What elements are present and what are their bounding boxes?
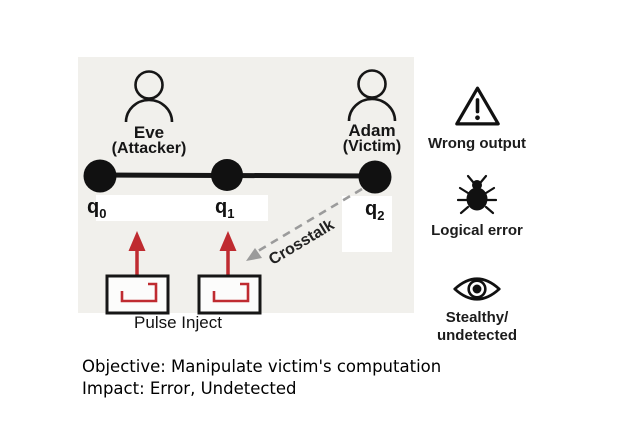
qubit-subscript: 2 bbox=[377, 208, 385, 223]
qubit-q2-label: q2 bbox=[365, 198, 384, 223]
bug-icon bbox=[418, 173, 536, 222]
stealthy-undetected-label: Stealthy/ undetected bbox=[436, 309, 517, 344]
qubit-subscript: 1 bbox=[227, 206, 235, 221]
victim-name: Adam bbox=[348, 121, 396, 140]
attacker-role: (Attacker) bbox=[111, 140, 187, 157]
impact-text: Impact: Error, Undetected bbox=[82, 379, 297, 398]
pulse-inject-label: Pulse Inject bbox=[134, 313, 222, 332]
diagram-panel bbox=[78, 57, 414, 313]
wrong-output-label: Wrong output bbox=[427, 135, 527, 152]
eye-icon bbox=[418, 275, 536, 308]
victim-role: (Victim) bbox=[342, 138, 402, 155]
logical-error-label: Logical error bbox=[431, 222, 523, 239]
qubit-base: q bbox=[365, 198, 378, 220]
warning-triangle-icon bbox=[418, 84, 536, 133]
attacker-name: Eve bbox=[133, 123, 165, 142]
objective-text: Objective: Manipulate victim's computati… bbox=[82, 357, 442, 376]
qubit-base: q bbox=[87, 196, 100, 218]
qubit-base: q bbox=[215, 196, 228, 218]
qubit-q1-label: q1 bbox=[215, 196, 234, 221]
qubit-subscript: 0 bbox=[99, 206, 107, 221]
label-background-strip bbox=[96, 195, 268, 221]
qubit-q0-label: q0 bbox=[87, 196, 106, 221]
